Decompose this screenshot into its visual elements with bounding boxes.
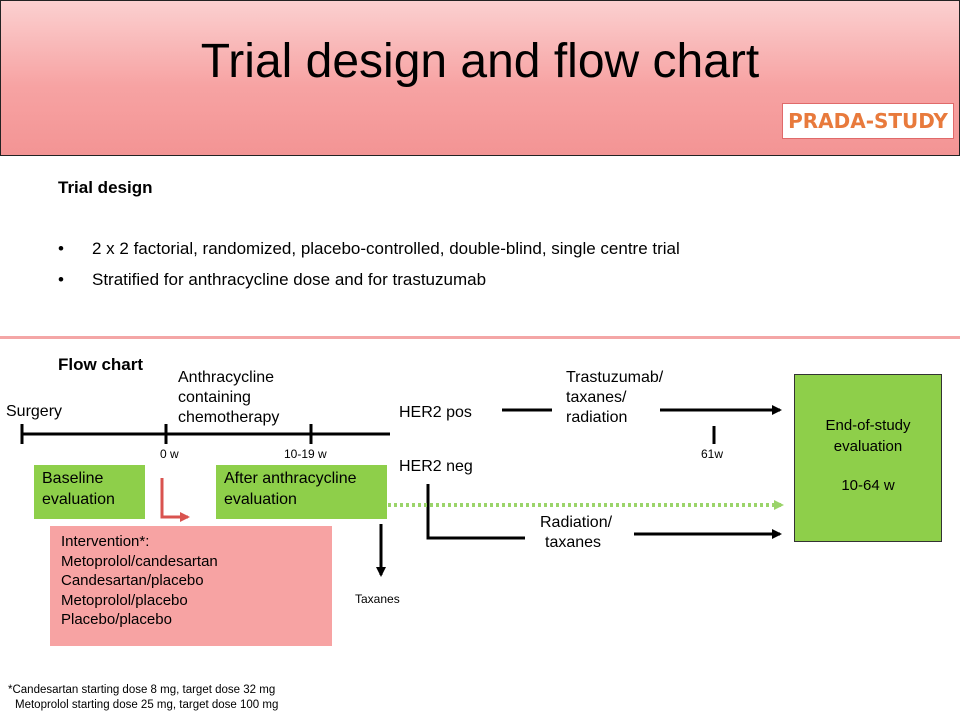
trastuzumab-line: Trastuzumab/ <box>566 369 664 386</box>
intervention-item: Metoprolol/placebo <box>61 591 188 609</box>
section-divider <box>0 336 960 339</box>
end-of-study-box: End-of-study evaluation 10-64 w <box>794 374 942 542</box>
footnote-candesartan: *Candesartan starting dose 8 mg, target … <box>8 684 276 696</box>
baseline-evaluation-box: Baseline evaluation <box>34 465 145 519</box>
intervention-arrow <box>160 478 190 522</box>
her2-pos-label: HER2 pos <box>399 404 472 421</box>
tick-label-0w: 0 w <box>160 447 179 461</box>
intervention-box: Intervention*: Metoprolol/candesartan Ca… <box>50 526 332 646</box>
baseline-line: evaluation <box>42 491 115 508</box>
trial-design-heading: Trial design <box>58 178 153 197</box>
intervention-title: Intervention*: <box>61 533 150 550</box>
after-anthracycline-box: After anthracycline evaluation <box>216 465 387 519</box>
bullet-item: • Stratified for anthracycline dose and … <box>58 270 938 292</box>
baseline-line: Baseline <box>42 470 104 487</box>
anthracycline-label: Anthracycline containing chemotherapy <box>178 368 279 428</box>
footnote-metoprolol: Metoprolol starting dose 25 mg, target d… <box>15 699 279 711</box>
bullet-text: Stratified for anthracycline dose and fo… <box>92 270 487 289</box>
radiation-label: Radiation/ taxanes <box>540 513 612 553</box>
surgery-label: Surgery <box>6 403 63 420</box>
after-line: After anthracycline <box>224 470 357 487</box>
trastuzumab-label: Trastuzumab/ taxanes/ radiation <box>566 368 663 428</box>
her2neg-path <box>426 484 525 540</box>
trastuzumab-line: radiation <box>566 409 628 426</box>
flow-chart-heading: Flow chart <box>58 355 144 374</box>
trastuzumab-line: taxanes/ <box>566 389 627 406</box>
anthracycline-line: Anthracycline <box>178 369 275 386</box>
anthracycline-line: chemotherapy <box>178 409 280 426</box>
radiation-line: taxanes <box>545 534 602 551</box>
end-duration: 10-64 w <box>841 477 895 494</box>
anthracycline-line: containing <box>178 389 251 406</box>
intervention-item: Placebo/placebo <box>61 611 172 628</box>
after-line: evaluation <box>224 491 297 508</box>
tick-label-10-19w: 10-19 w <box>284 447 327 461</box>
bullet-dot: • <box>58 239 64 258</box>
end-line: evaluation <box>833 438 903 455</box>
bullet-item: • 2 x 2 factorial, randomized, placebo-c… <box>58 239 938 261</box>
taxanes-label: Taxanes <box>355 592 400 606</box>
study-badge: PRADA-STUDY <box>782 103 954 139</box>
her2-neg-label: HER2 neg <box>399 458 473 475</box>
end-line: End-of-study <box>825 417 911 434</box>
radiation-line: Radiation/ <box>540 514 613 531</box>
page-title: Trial design and flow chart <box>200 35 760 88</box>
tick-label-61w: 61w <box>701 447 724 461</box>
intervention-item: Metoprolol/candesartan <box>61 552 218 570</box>
bullet-dot: • <box>58 270 64 289</box>
bullet-text: 2 x 2 factorial, randomized, placebo-con… <box>92 239 680 258</box>
intervention-item: Candesartan/placebo <box>61 572 204 589</box>
